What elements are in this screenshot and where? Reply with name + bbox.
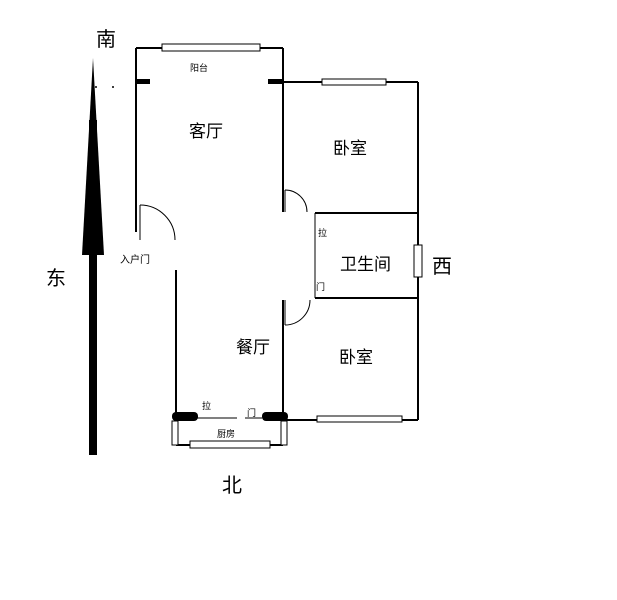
room-balcony: 阳台: [190, 62, 208, 74]
room-bedroom-bottom: 卧室: [339, 348, 373, 368]
door-bathroom-sliding-label: 拉: [318, 227, 327, 239]
walls: [135, 47, 419, 446]
door-kitchen-label: 门: [247, 407, 256, 419]
compass-south: 南: [96, 27, 116, 51]
room-kitchen: 厨房: [217, 428, 235, 440]
door-entrance-label: 入户门: [120, 253, 150, 266]
kitchen-side-window-right: [280, 420, 288, 446]
room-living-room: 客厅: [189, 122, 223, 142]
door-bathroom-label: 门: [316, 281, 325, 293]
compass-east: 东: [46, 266, 66, 290]
kitchen-window: [189, 440, 271, 449]
door-kitchen-sliding-label: 拉: [202, 400, 211, 412]
pillars: [136, 79, 288, 421]
bedroom-top-window: [321, 78, 387, 86]
direction-arrow: [82, 58, 114, 455]
compass-north: 北: [222, 473, 242, 497]
arrow-head: [82, 58, 104, 255]
room-bathroom: 卫生间: [340, 255, 391, 275]
bathroom-window: [413, 244, 423, 278]
room-dining-room: 餐厅: [236, 338, 270, 358]
compass-west: 西: [432, 254, 452, 278]
windows: [161, 43, 423, 449]
room-bedroom-top: 卧室: [333, 139, 367, 159]
arrow-shaft: [89, 120, 97, 455]
kitchen-side-window-left: [171, 420, 179, 446]
bedroom-bottom-window: [316, 415, 403, 423]
door-swings: [139, 189, 311, 326]
balcony-window: [161, 43, 261, 52]
